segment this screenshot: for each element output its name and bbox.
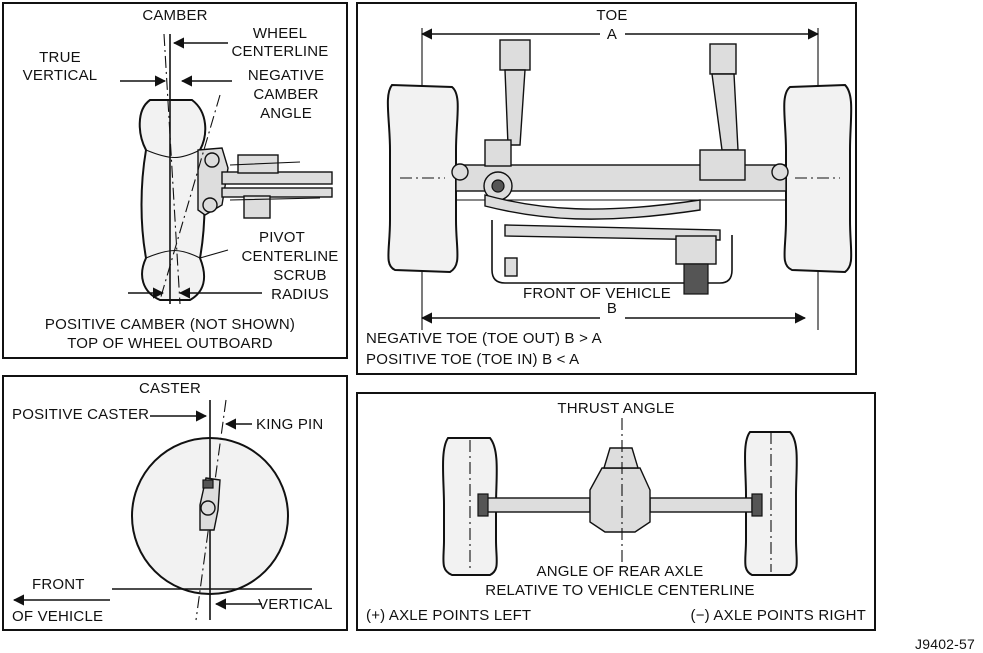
pivot-centerline-label-2: CENTERLINE xyxy=(241,248,338,265)
camber-panel: CAMBER WHEEL CENTERLINE xyxy=(2,2,348,359)
caster-front-label-1: FRONT xyxy=(32,576,85,593)
camber-title: CAMBER xyxy=(142,7,207,24)
thrust-frame xyxy=(356,392,876,631)
caster-title: CASTER xyxy=(139,380,201,397)
toe-axle-assembly xyxy=(451,39,789,295)
camber-frame xyxy=(2,2,348,359)
thrust-caption-2: RELATIVE TO VEHICLE CENTERLINE xyxy=(485,582,754,599)
negative-camber-label-3: ANGLE xyxy=(260,105,312,122)
pivot-centerline-label-1: PIVOT xyxy=(259,229,305,246)
caster-panel: CASTER POSITIVE CASTER KING PIN FRONT OF… xyxy=(2,375,348,631)
camber-tire xyxy=(138,99,207,301)
thrust-right-note: (−) AXLE POINTS RIGHT xyxy=(691,607,866,624)
dim-b-label: B xyxy=(607,300,617,317)
thrust-caption-1: ANGLE OF REAR AXLE xyxy=(537,563,704,580)
toe-positive-label: POSITIVE TOE (TOE IN) B < A xyxy=(366,351,579,368)
king-pin-label: KING PIN xyxy=(256,416,323,433)
pivot-centerline-line xyxy=(159,94,221,301)
camber-knuckle xyxy=(197,147,333,219)
thrust-title: THRUST ANGLE xyxy=(557,400,674,417)
dim-a-label: A xyxy=(607,26,617,43)
caster-front-label-2: OF VEHICLE xyxy=(12,608,103,625)
wheel-centerline-label-1: WHEEL xyxy=(253,25,307,42)
thrust-panel: THRUST ANGLE ANGLE OF REAR AXLE RELATIVE… xyxy=(356,392,876,631)
pivot-leader xyxy=(199,249,229,259)
scrub-radius-label-1: SCRUB xyxy=(273,267,327,284)
negative-camber-label-2: CAMBER xyxy=(253,86,318,103)
toe-title: TOE xyxy=(596,7,627,24)
camber-caption-2: TOP OF WHEEL OUTBOARD xyxy=(67,335,273,352)
thrust-axle xyxy=(477,447,763,533)
caster-vertical-label: VERTICAL xyxy=(258,596,333,613)
camber-caption-1: POSITIVE CAMBER (NOT SHOWN) xyxy=(45,316,295,333)
true-vertical-label-1: TRUE xyxy=(39,49,81,66)
wheel-centerline-line xyxy=(163,33,181,305)
figure-id: J9402-57 xyxy=(915,636,975,652)
positive-caster-label: POSITIVE CASTER xyxy=(12,406,149,423)
toe-frame xyxy=(356,2,857,375)
caster-frame xyxy=(2,375,348,631)
thrust-left-note: (+) AXLE POINTS LEFT xyxy=(366,607,531,624)
toe-front-of-vehicle-label: FRONT OF VEHICLE xyxy=(523,285,671,302)
toe-panel: TOE A B xyxy=(356,2,857,375)
scrub-radius-label-2: RADIUS xyxy=(271,286,329,303)
toe-negative-label: NEGATIVE TOE (TOE OUT) B > A xyxy=(366,330,602,347)
true-vertical-label-2: VERTICAL xyxy=(23,67,98,84)
wheel-centerline-label-2: CENTERLINE xyxy=(231,43,328,60)
caster-knuckle xyxy=(199,477,221,531)
negative-camber-label-1: NEGATIVE xyxy=(248,67,324,84)
